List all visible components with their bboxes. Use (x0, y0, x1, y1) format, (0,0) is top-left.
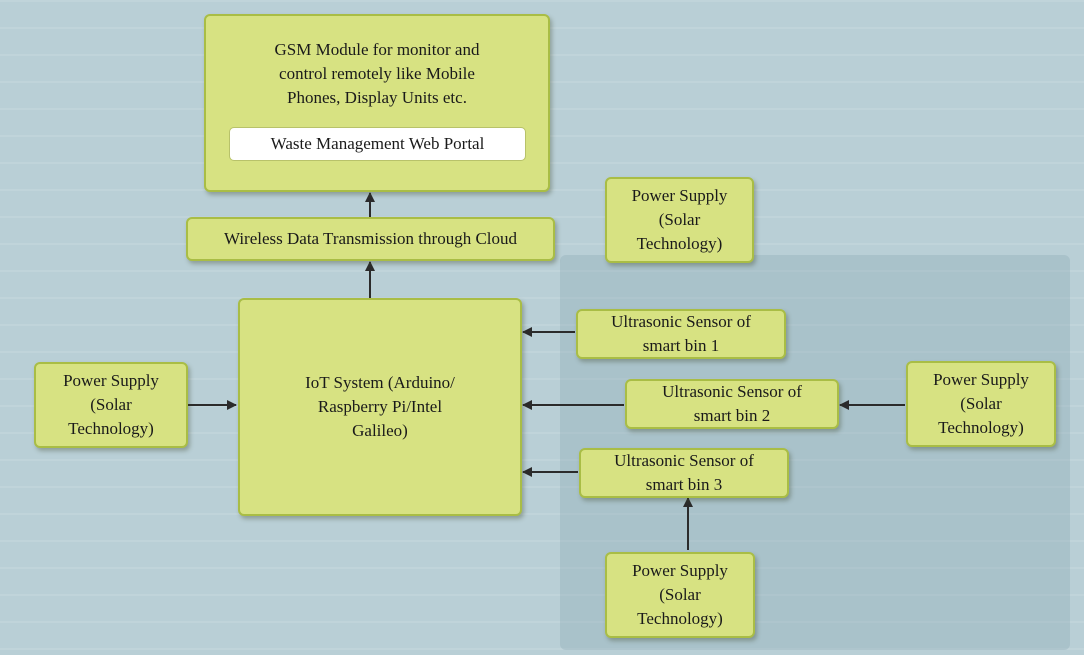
power-supply-right-label: Power Supply (Solar Technology) (933, 370, 1029, 437)
web-portal-label: Waste Management Web Portal (270, 134, 485, 153)
power-supply-bottom-box: Power Supply (Solar Technology) (605, 552, 755, 638)
gsm-module-box: GSM Module for monitor and control remot… (204, 14, 550, 192)
power-supply-bottom-label: Power Supply (Solar Technology) (632, 561, 728, 628)
ultrasonic-sensor-1-label: Ultrasonic Sensor of smart bin 1 (611, 312, 751, 355)
ultrasonic-sensor-3-label: Ultrasonic Sensor of smart bin 3 (614, 451, 754, 494)
ultrasonic-sensor-2-label: Ultrasonic Sensor of smart bin 2 (662, 382, 802, 425)
power-supply-left-box: Power Supply (Solar Technology) (34, 362, 188, 448)
iot-system-label: IoT System (Arduino/ Raspberry Pi/Intel … (305, 373, 455, 440)
power-supply-left-label: Power Supply (Solar Technology) (63, 371, 159, 438)
power-supply-top-box: Power Supply (Solar Technology) (605, 177, 754, 263)
ultrasonic-sensor-2-box: Ultrasonic Sensor of smart bin 2 (625, 379, 839, 429)
gsm-module-label: GSM Module for monitor and control remot… (274, 40, 480, 107)
wireless-transmission-label: Wireless Data Transmission through Cloud (223, 229, 518, 248)
power-supply-top-label: Power Supply (Solar Technology) (631, 186, 728, 253)
ultrasonic-sensor-1-box: Ultrasonic Sensor of smart bin 1 (576, 309, 786, 359)
wireless-transmission-box: Wireless Data Transmission through Cloud (186, 217, 555, 261)
iot-system-box: IoT System (Arduino/ Raspberry Pi/Intel … (238, 298, 522, 516)
web-portal-box: Waste Management Web Portal (229, 127, 526, 161)
power-supply-right-box: Power Supply (Solar Technology) (906, 361, 1056, 447)
ultrasonic-sensor-3-box: Ultrasonic Sensor of smart bin 3 (579, 448, 789, 498)
